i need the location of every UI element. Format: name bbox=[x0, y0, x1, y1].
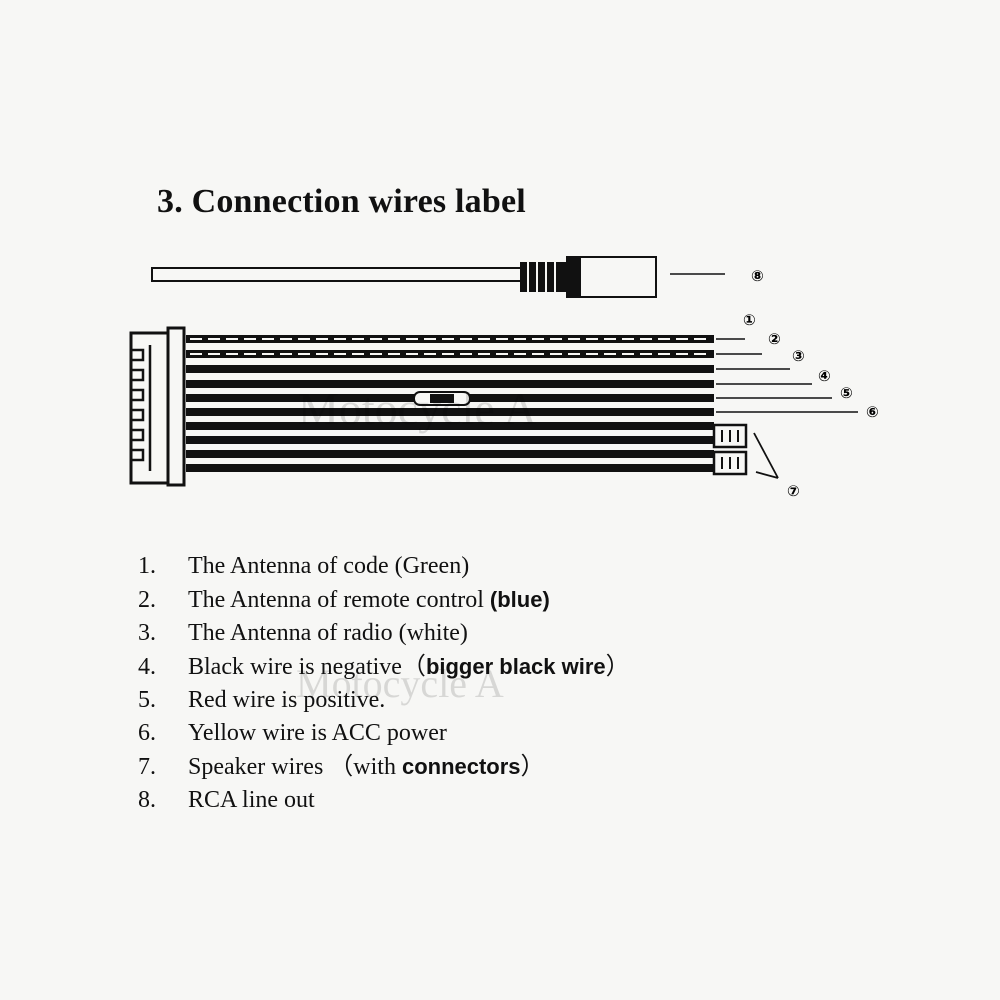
wire bbox=[186, 436, 714, 444]
list-item: 1.The Antenna of code (Green) bbox=[138, 553, 470, 579]
list-item: 5.Red wire is positive. bbox=[138, 687, 386, 713]
wire bbox=[186, 450, 714, 458]
rca-cable bbox=[151, 256, 725, 298]
section-title: 3. Connection wires label bbox=[157, 183, 526, 220]
list-item: 6.Yellow wire is ACC power bbox=[138, 720, 447, 746]
watermark: Motocycle A bbox=[298, 383, 537, 434]
wire bbox=[186, 408, 714, 416]
inline-fuse bbox=[413, 391, 471, 406]
callout-1: ① bbox=[743, 311, 756, 329]
wire bbox=[186, 365, 714, 373]
callout-2: ② bbox=[768, 330, 781, 348]
list-item: 8.RCA line out bbox=[138, 787, 315, 813]
callout-4: ④ bbox=[818, 367, 831, 385]
watermark: Motocycle A bbox=[296, 661, 504, 706]
callout-numbers: ① ② ③ ④ ⑤ ⑥ ⑦ ⑧ bbox=[743, 267, 879, 500]
list-item: 3.The Antenna of radio (white) bbox=[138, 620, 468, 646]
wire bbox=[186, 464, 714, 472]
wire bbox=[186, 422, 714, 430]
callout-7: ⑦ bbox=[787, 482, 800, 500]
callout-6: ⑥ bbox=[866, 403, 879, 421]
list-item: 7.Speaker wires （with connectors） bbox=[138, 754, 545, 780]
wire bbox=[186, 380, 714, 388]
callout-5: ⑤ bbox=[840, 384, 853, 402]
wire-legend-list: 1.The Antenna of code (Green) 2.The Ante… bbox=[138, 550, 630, 817]
callout-3: ③ bbox=[792, 347, 805, 365]
callout-8: ⑧ bbox=[751, 267, 764, 285]
leader-lines bbox=[716, 338, 858, 413]
main-connector bbox=[129, 326, 186, 487]
speaker-connectors bbox=[712, 423, 779, 479]
list-item: 2.The Antenna of remote control (blue) bbox=[138, 587, 550, 613]
list-item: 4.Black wire is negative（bigger black wi… bbox=[138, 654, 630, 680]
wire-harness bbox=[186, 335, 714, 472]
